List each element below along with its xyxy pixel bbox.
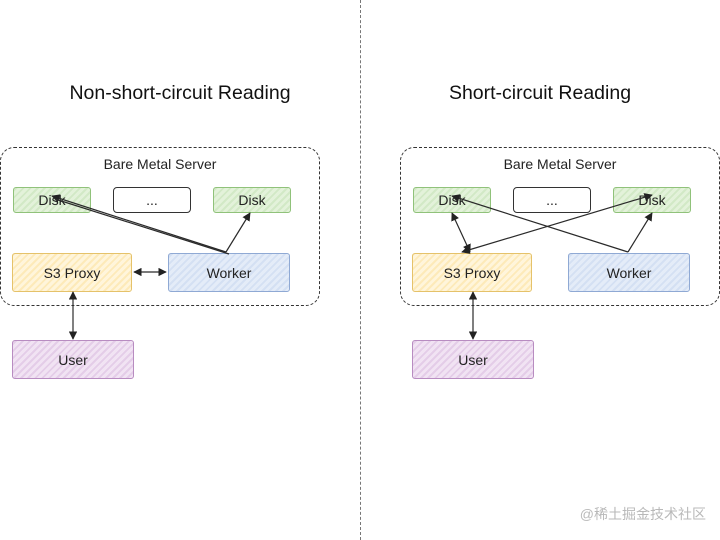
left-server-box	[0, 147, 320, 306]
right-arrow-worker-disk2	[627, 212, 653, 253]
left-arrow-worker-disk1	[51, 194, 227, 253]
left-user: User	[12, 340, 134, 379]
left-arrow-worker-disk1-sketch	[54, 198, 230, 255]
right-arrow-proxy-disk1	[451, 212, 471, 253]
left-panel-title: Non-short-circuit Reading	[69, 82, 291, 104]
left-more-disks: ...	[113, 187, 191, 213]
right-arrow-proxy-disk2	[461, 193, 653, 254]
watermark: @稀土掘金技术社区	[579, 506, 706, 522]
left-disk-2: Disk	[213, 187, 291, 213]
left-s3-proxy: S3 Proxy	[12, 253, 132, 292]
right-user: User	[412, 340, 534, 379]
right-panel-title: Short-circuit Reading	[448, 82, 632, 104]
left-arrow-worker-disk2	[225, 212, 251, 253]
panel-divider	[360, 0, 361, 540]
right-arrow-worker-disk1	[451, 194, 629, 253]
left-server-label: Bare Metal Server	[103, 156, 217, 172]
right-server-label: Bare Metal Server	[503, 156, 617, 172]
